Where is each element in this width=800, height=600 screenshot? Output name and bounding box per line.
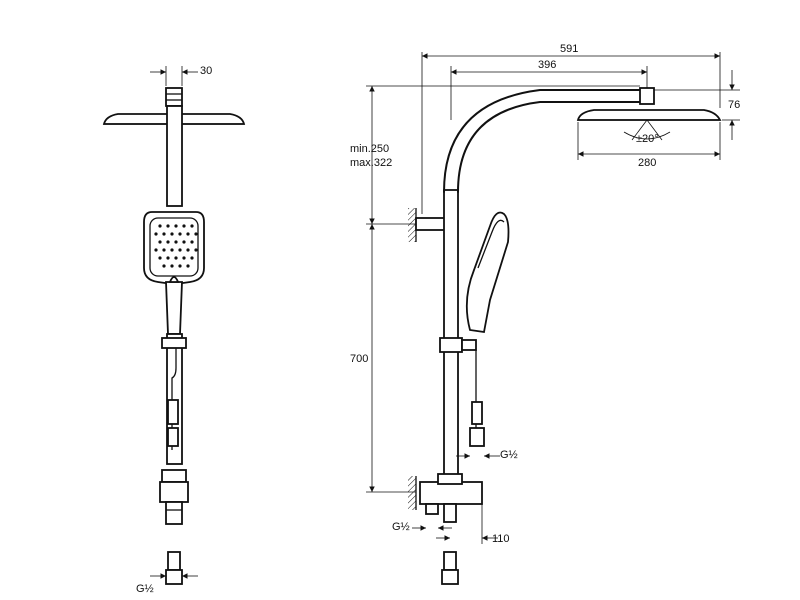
front-hose-nut-2 [167, 427, 179, 447]
front-slider [161, 337, 187, 349]
dim-adjust-min-label: min.250 [350, 143, 389, 155]
front-diverter-body [159, 481, 189, 503]
dim-head-height-label: 76 [728, 99, 740, 111]
dim-adjust-max-label: max.322 [350, 157, 392, 169]
dim-overall-reach: 591 [421, 43, 721, 214]
dim-head-width: 280 [577, 122, 721, 169]
dim-hose-thread: G½ [456, 449, 518, 461]
curved-shower-arm [443, 89, 647, 193]
front-inlet-nipple [167, 551, 181, 571]
wall-bracket [415, 217, 447, 231]
side-mixer-top [437, 473, 463, 485]
dim-front-inlet-thread-label: G½ [136, 583, 154, 595]
side-slider-holder [461, 339, 477, 351]
dim-tilt: ±20° [623, 119, 671, 145]
front-inlet-thread [165, 569, 183, 585]
wall-hatch-upper [408, 208, 416, 242]
side-mixer-outlet-left [425, 503, 439, 515]
dim-head-height: 76 [654, 70, 740, 140]
side-hand-shower [465, 211, 510, 334]
dim-arm-reach: 396 [450, 59, 648, 120]
side-shower-head [576, 109, 722, 121]
front-hose [171, 348, 177, 450]
dim-rail-height-label: 700 [350, 353, 368, 365]
dim-head-connector-label: 30 [200, 65, 212, 77]
dim-arm-reach-label: 396 [538, 59, 556, 71]
side-hose-nut-1 [471, 401, 483, 425]
dim-outlet-thread-label: G½ [392, 521, 410, 533]
front-view: 30 G½ [102, 65, 246, 595]
front-head-connector [165, 87, 183, 107]
side-view: 591 396 76 ±20° 280 [350, 43, 740, 585]
dim-head-width-label: 280 [638, 157, 656, 169]
dim-inlet-offset-label: 110 [492, 533, 510, 545]
front-hand-shower [143, 211, 205, 285]
dim-adjust: min.250 max.322 [350, 85, 640, 224]
dim-outlet-thread: G½ [392, 521, 452, 533]
dim-inlet-offset: 110 [436, 504, 510, 545]
front-hand-shower-handle [165, 281, 183, 335]
front-diverter-top [161, 469, 187, 483]
side-head-connector [639, 87, 655, 105]
dim-front-inlet-thread: G½ [136, 573, 198, 595]
side-inlet-thread [441, 569, 459, 585]
dim-rail-height: 700 [350, 223, 416, 493]
side-mixer-body [419, 481, 483, 505]
side-hose-nut-2 [469, 427, 485, 447]
side-inlet-nipple [443, 551, 457, 571]
dim-tilt-label: ±20° [636, 133, 659, 145]
side-mixer-outlet [443, 503, 457, 523]
front-diverter-outlet [165, 501, 183, 525]
side-slider [439, 337, 463, 353]
dim-head-connector: 30 [150, 65, 212, 86]
front-hose-nut-1 [167, 399, 179, 425]
dim-hose-thread-label: G½ [500, 449, 518, 461]
side-riser-pipe [443, 189, 459, 481]
front-nozzle-grid [154, 224, 198, 268]
dim-overall-reach-label: 591 [560, 43, 578, 55]
front-riser-pipe [166, 105, 183, 207]
wall-hatch-lower [408, 476, 416, 510]
